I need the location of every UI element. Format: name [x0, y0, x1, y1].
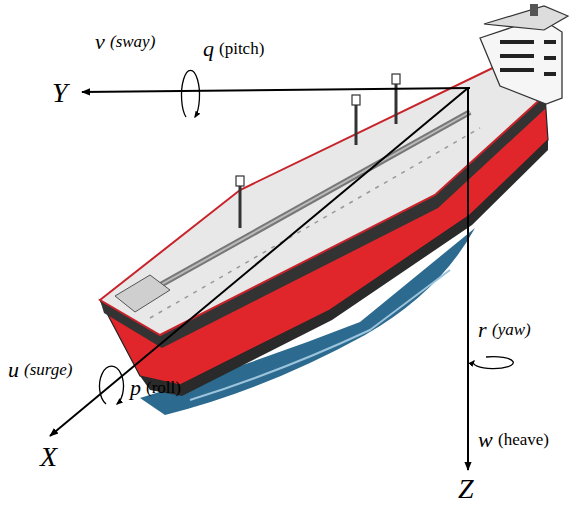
velocity-symbol: u	[8, 358, 19, 382]
rate-symbol: q	[203, 37, 214, 61]
axis-label: Y	[52, 78, 68, 109]
motion-name: (surge)	[24, 361, 72, 380]
funnel	[530, 4, 538, 16]
roll-rotation	[100, 366, 124, 404]
forecastle	[115, 275, 170, 312]
bridge-deck	[484, 6, 568, 30]
motion-name: (roll)	[146, 379, 181, 398]
superstructure	[480, 18, 562, 104]
velocity-symbol: v	[95, 30, 105, 54]
z-axis	[467, 88, 469, 470]
motion-name: (heave)	[498, 431, 549, 450]
deck	[100, 62, 545, 335]
motion-name: (yaw)	[492, 321, 531, 340]
velocity-symbol: w	[478, 428, 493, 452]
deck-fittings	[150, 128, 480, 318]
motion-name: (sway)	[110, 33, 155, 52]
pitch-rotation	[182, 70, 200, 117]
windows	[500, 40, 556, 76]
yaw-rotation	[473, 357, 513, 369]
motion-name: (pitch)	[219, 40, 264, 59]
rate-symbol: r	[478, 318, 487, 342]
y-axis	[82, 88, 470, 92]
rate-symbol: p	[130, 376, 141, 400]
deck-pipe	[130, 112, 470, 302]
masts	[240, 74, 396, 228]
x-axis	[50, 88, 468, 436]
deck-pipe-highlight	[130, 112, 470, 302]
axis-label: Z	[458, 474, 474, 505]
axis-label: X	[40, 442, 57, 473]
